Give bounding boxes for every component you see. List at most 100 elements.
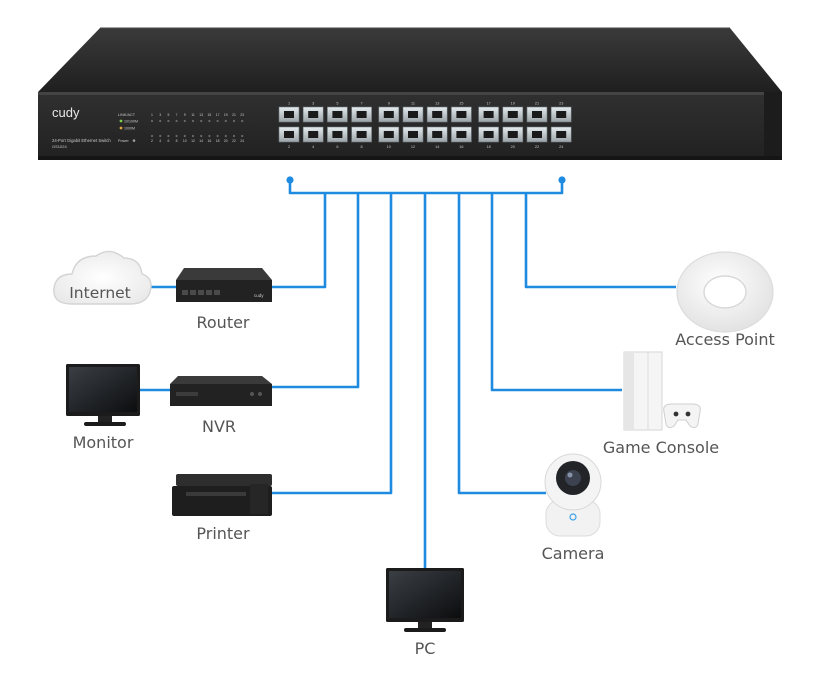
- cloud-icon: [53, 250, 152, 305]
- led-number-label: 17: [216, 113, 220, 117]
- port-led: [175, 119, 178, 123]
- led-10-100-indicator: [119, 119, 123, 123]
- led-number-label: 9: [184, 113, 186, 117]
- led-number-label: 22: [232, 139, 236, 143]
- pc-label: PC: [415, 639, 436, 658]
- port-led: [167, 134, 170, 138]
- switch-top-surface: [38, 28, 782, 92]
- ethernet-port-8: [351, 126, 372, 143]
- ethernet-port-11: [402, 106, 424, 123]
- port-number-label: 11: [411, 102, 415, 106]
- port-led: [191, 134, 195, 138]
- led-number-label: 16: [208, 139, 212, 143]
- port-led: [241, 134, 244, 138]
- led-number-label: 11: [191, 113, 195, 117]
- port-led: [183, 119, 186, 123]
- port-number-label: 20: [511, 145, 515, 149]
- ethernet-port-16: [451, 126, 472, 143]
- link-camera: [457, 193, 546, 495]
- led-number-label: 3: [159, 113, 161, 117]
- led-1000-indicator: [119, 126, 123, 130]
- port-led: [216, 119, 219, 123]
- port-number-label: 7: [361, 102, 363, 106]
- led-number-label: 1: [151, 113, 153, 117]
- printer-label: Printer: [196, 524, 250, 543]
- router-brand: cudy: [254, 293, 264, 298]
- port-number-label: 16: [459, 145, 463, 149]
- access-point-device: Access Point: [675, 251, 775, 349]
- ethernet-port-22: [526, 126, 548, 143]
- internet-label: Internet: [69, 284, 131, 302]
- port-led: [216, 134, 219, 138]
- port-number-label: 15: [459, 102, 463, 106]
- port-number-label: 21: [535, 102, 539, 106]
- switch-model-code: GS1024: [52, 144, 67, 149]
- link-nvr: [272, 193, 360, 389]
- led-number-label: 20: [224, 139, 228, 143]
- port-led: [208, 134, 211, 138]
- led-label-1000: 1000M: [124, 127, 135, 131]
- port-led: [191, 119, 195, 123]
- ethernet-port-13: [426, 106, 448, 123]
- nvr-device: NVR: [170, 376, 272, 436]
- port-led: [241, 119, 244, 123]
- ethernet-port-7: [351, 106, 372, 123]
- camera-status-led: [569, 513, 577, 521]
- port-led: [159, 134, 162, 138]
- nvr-label: NVR: [202, 417, 236, 436]
- led-number-label: 13: [199, 113, 203, 117]
- ethernet-port-5: [327, 106, 348, 123]
- port-led: [159, 119, 162, 123]
- ethernet-port-23: [550, 106, 572, 123]
- led-label-power: Power: [118, 139, 129, 143]
- ethernet-port-21: [526, 106, 548, 123]
- led-number-label: 10: [183, 139, 187, 143]
- access-point-label: Access Point: [675, 330, 775, 349]
- port-number-label: 9: [388, 102, 390, 106]
- switch-model-name: 24-Port Gigabit Ethernet Switch: [52, 138, 111, 143]
- camera-label: Camera: [542, 544, 605, 563]
- monitor-device: Monitor: [66, 364, 140, 452]
- port-led: [167, 119, 170, 123]
- led-label-10-100: 10/100M: [124, 120, 138, 124]
- port-number-label: 13: [435, 102, 439, 106]
- ethernet-port-3: [302, 106, 324, 123]
- port-led: [150, 119, 154, 123]
- led-number-label: 21: [232, 113, 236, 117]
- switch-end-cap: [764, 92, 782, 156]
- printer-device: Printer: [172, 474, 272, 543]
- port-number-label: 2: [288, 145, 290, 149]
- port-number-label: 19: [511, 102, 515, 106]
- port-number-label: 18: [486, 145, 490, 149]
- led-number-label: 7: [176, 113, 178, 117]
- ethernet-port-2: [278, 126, 300, 143]
- network-switch: cudy 24-Port Gigabit Ethernet Switch GS1…: [38, 27, 782, 160]
- power-led: [132, 139, 136, 142]
- port-number-label: 8: [361, 145, 363, 149]
- link-printer: [272, 193, 393, 495]
- port-number-label: 5: [336, 102, 338, 106]
- port-led: [224, 119, 227, 123]
- port-number-label: 14: [435, 145, 439, 149]
- port-led: [224, 134, 227, 138]
- led-number-label: 5: [167, 113, 169, 117]
- port-number-label: 17: [486, 102, 490, 106]
- nvr-icon: [170, 384, 272, 406]
- ethernet-port-19: [502, 106, 524, 123]
- port-led: [183, 134, 186, 138]
- port-number-label: 22: [535, 145, 539, 149]
- port-grid: [278, 106, 572, 143]
- internet-cloud: Internet: [53, 250, 152, 305]
- led-number-label: 15: [208, 113, 212, 117]
- led-number-label: 18: [216, 139, 220, 143]
- port-led: [175, 134, 178, 138]
- port-number-label: 4: [312, 145, 314, 149]
- port-number-label: 3: [312, 102, 314, 106]
- ethernet-port-10: [378, 126, 400, 143]
- ethernet-port-20: [502, 126, 524, 143]
- port-number-label: 12: [411, 145, 415, 149]
